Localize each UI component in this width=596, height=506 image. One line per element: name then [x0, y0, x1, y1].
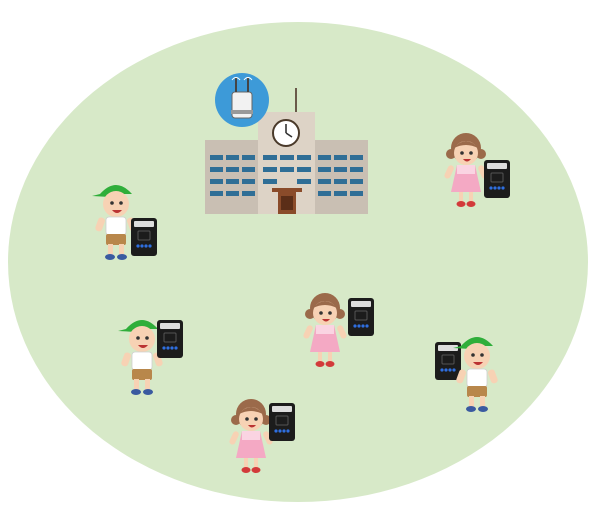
clock-icon — [273, 120, 299, 146]
coverage-area — [8, 22, 588, 502]
lora-gateway-icon — [215, 73, 269, 127]
